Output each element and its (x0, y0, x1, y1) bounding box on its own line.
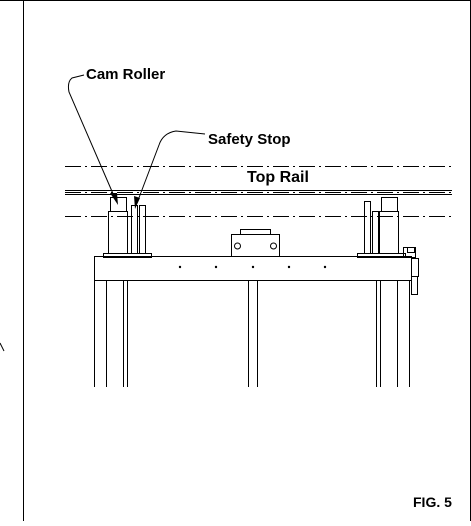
beam-dot (287, 265, 291, 269)
left-cam-roller (110, 197, 127, 212)
left-safety-stop-post-b (139, 205, 146, 254)
beam-dot (323, 265, 327, 269)
beam-dot (178, 265, 182, 269)
left-safety-stop-post-a (131, 205, 138, 254)
right-safety-stop-post-a (364, 201, 371, 254)
safety-stop-leader (136, 130, 206, 204)
main-crossbeam (94, 256, 412, 281)
edge-tick-mark (0, 342, 5, 352)
cam-roller-label: Cam Roller (86, 66, 166, 83)
right-side-bracket-foot (411, 276, 418, 295)
safety-stop-arrowhead (134, 196, 140, 209)
right-safety-stop-post-b (372, 211, 379, 254)
beam-dot (251, 265, 255, 269)
center-fitting-cap (240, 229, 271, 235)
center-fitting-hole-right (270, 242, 277, 250)
figure-label: FIG. 5 (413, 494, 452, 510)
beam-dot (214, 265, 218, 269)
cam-roller-leader (67, 74, 115, 197)
cam-roller-arrowhead (110, 193, 118, 205)
right-cam-roller-post (379, 211, 399, 254)
center-fitting-hole-left (234, 242, 241, 250)
left-mount-plate (103, 253, 152, 258)
right-side-bracket-lip (407, 247, 415, 253)
top-rail-label: Top Rail (247, 169, 309, 186)
center-fitting-block (231, 234, 280, 257)
right-cam-roller (381, 197, 398, 212)
safety-stop-label: Safety Stop (208, 131, 291, 148)
right-side-bracket-body (411, 258, 419, 277)
left-cam-roller-post (108, 211, 128, 254)
right-mount-plate (357, 253, 406, 258)
